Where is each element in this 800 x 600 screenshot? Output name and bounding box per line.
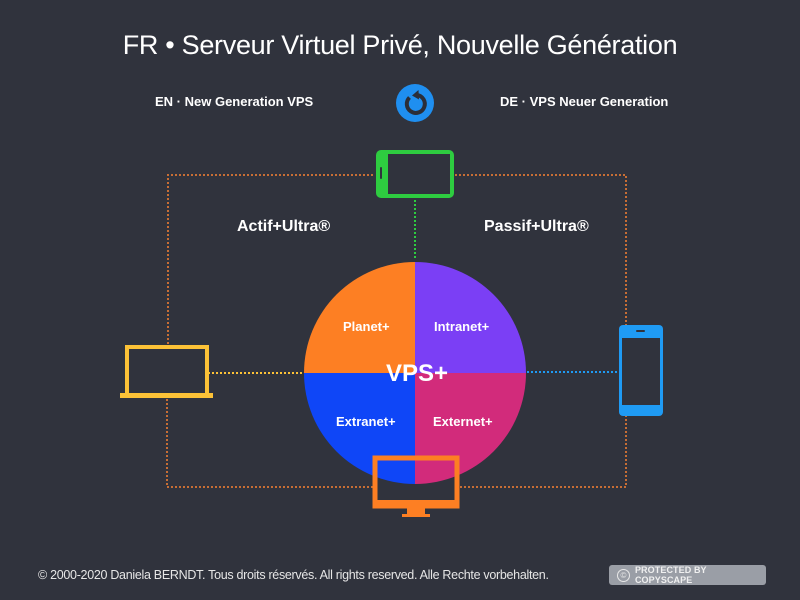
segment-label-externet: Externet+ (433, 414, 493, 429)
segment-intranet (415, 262, 526, 373)
smartphone-icon (619, 325, 663, 416)
segment-label-intranet: Intranet+ (434, 319, 490, 334)
zone-label-active: Actif+Ultra® (237, 218, 331, 235)
subtitle-en: EN · New Generation VPS (155, 94, 314, 109)
copyright-text: © 2000-2020 Daniela BERNDT. Tous droits … (38, 568, 549, 582)
copyright-icon: © (617, 568, 630, 582)
subtitle-de: DE · VPS Neuer Generation (500, 94, 669, 109)
center-label: VPS+ (386, 360, 449, 387)
laptop-icon (120, 345, 213, 398)
refresh-icon[interactable] (396, 84, 434, 122)
monitor-icon (372, 455, 460, 517)
page-title: FR • Serveur Virtuel Privé, Nouvelle Gén… (122, 30, 678, 60)
copyscape-badge[interactable]: © PROTECTED BY COPYSCAPE (609, 565, 766, 585)
connector-frame (166, 174, 627, 488)
segment-label-planet: Planet+ (343, 319, 390, 334)
zone-label-passive: Passif+Ultra® (484, 218, 589, 235)
segment-label-extranet: Extranet+ (336, 414, 396, 429)
tablet-icon (376, 150, 454, 198)
badge-label: PROTECTED BY COPYSCAPE (634, 565, 707, 585)
segment-planet (304, 262, 415, 373)
